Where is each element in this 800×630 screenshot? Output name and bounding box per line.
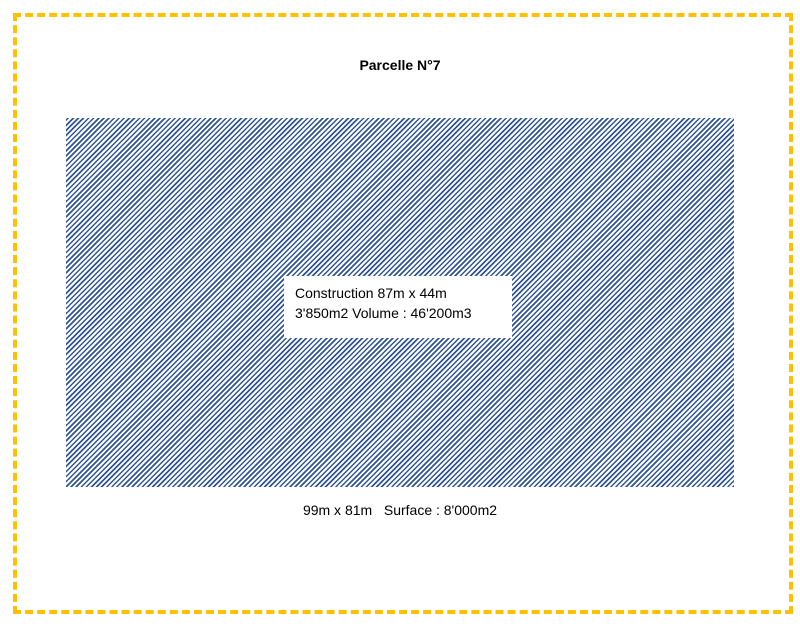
building-label: Construction 87m x 44m 3'850m2 Volume : …	[284, 276, 512, 338]
plot-dimensions: 99m x 81m Surface : 8'000m2	[302, 502, 498, 518]
building-surface-volume: 3'850m2 Volume : 46'200m3	[295, 305, 472, 321]
building-footprint	[66, 118, 734, 487]
plot-title: Parcelle N°7	[359, 57, 441, 73]
building-dimensions: Construction 87m x 44m	[295, 285, 447, 301]
plot-boundary	[13, 13, 793, 614]
